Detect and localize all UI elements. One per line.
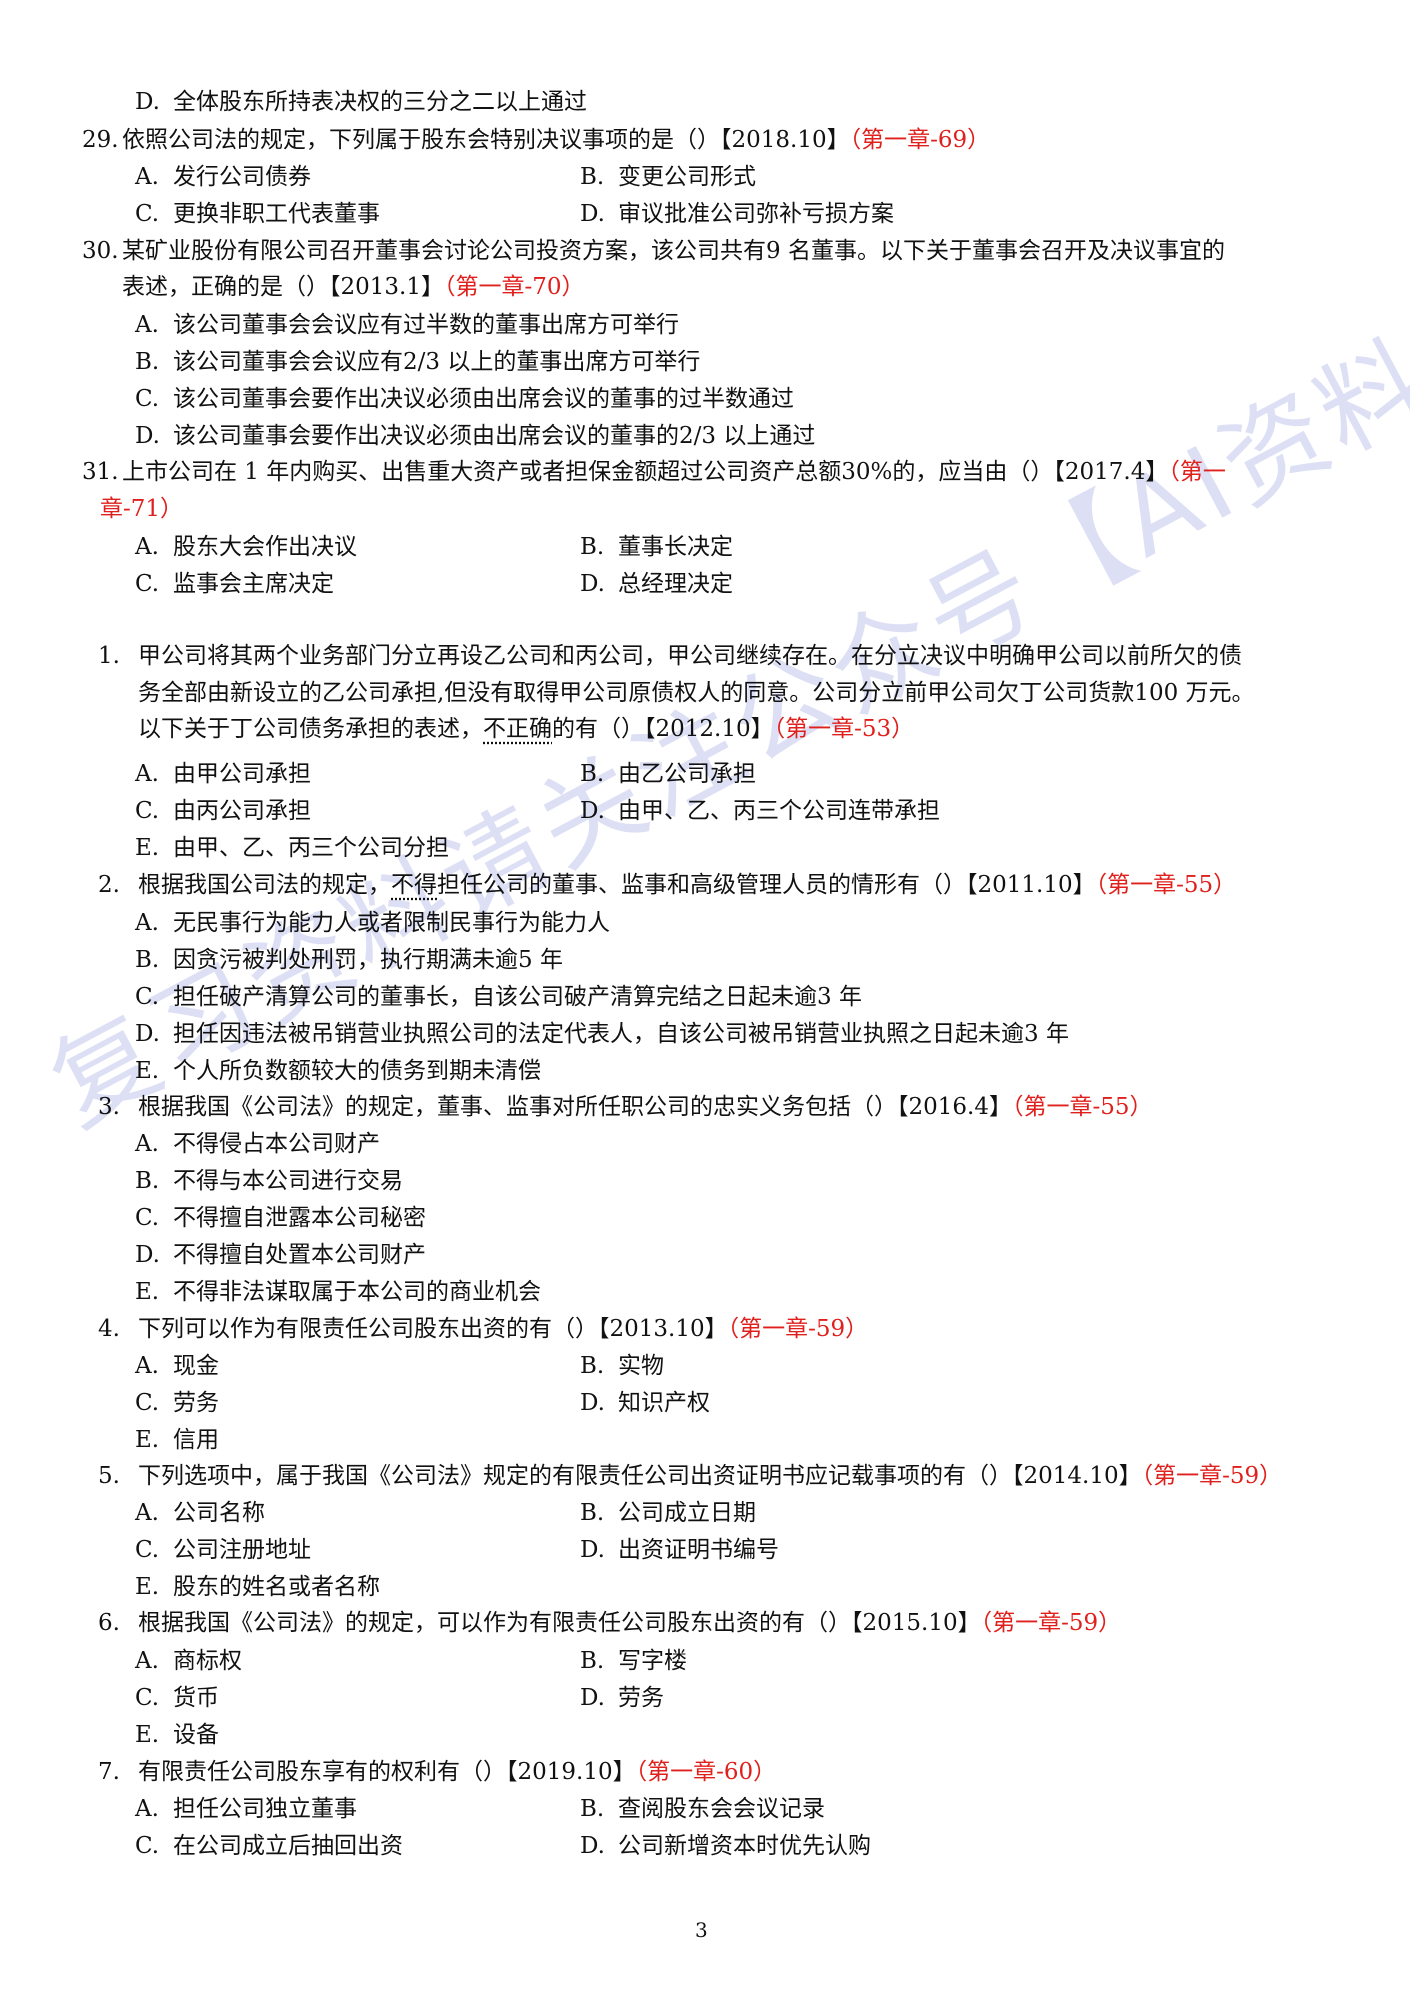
option-e: E.股东的姓名或者名称 [135, 1574, 380, 1600]
option-a: A.发行公司债券 [135, 164, 311, 190]
option-c: C.监事会主席决定 [135, 571, 334, 597]
question-m2: 2.根据我国公司法的规定，不得担任公司的董事、监事和高级管理人员的情形有（）【2… [98, 872, 1237, 898]
option-c: C.在公司成立后抽回出资 [135, 1833, 403, 1859]
option-d: D.出资证明书编号 [580, 1537, 779, 1563]
option-d: D.劳务 [580, 1685, 664, 1711]
option-b: B.查阅股东会会议记录 [580, 1796, 825, 1822]
option-b: B.写字楼 [580, 1648, 687, 1674]
option-b: B.公司成立日期 [580, 1500, 756, 1526]
option-e: E.不得非法谋取属于本公司的商业机会 [135, 1279, 541, 1305]
question-m1: 1.甲公司将其两个业务部门分立再设乙公司和丙公司，甲公司继续存在。在分立决议中明… [98, 643, 1242, 669]
question-m1-cont2: 以下关于丁公司债务承担的表述，不正确的有（）【2012.10】（第一章-53） [138, 716, 915, 742]
option-a: A.无民事行为能力人或者限制民事行为能力人 [135, 910, 610, 936]
option-a: A.不得侵占本公司财产 [135, 1131, 380, 1157]
option-b: B.变更公司形式 [580, 164, 756, 190]
option-c: C.货币 [135, 1685, 219, 1711]
option-c: C.更换非职工代表董事 [135, 201, 380, 227]
option-d: D.该公司董事会要作出决议必须由出席会议的董事的2/3 以上通过 [135, 423, 816, 449]
option-b: B.因贪污被判处刑罚，执行期满未逾5 年 [135, 947, 563, 973]
option-e: E.信用 [135, 1427, 219, 1453]
option-d: D.全体股东所持表决权的三分之二以上通过 [135, 89, 587, 115]
option-b: B.不得与本公司进行交易 [135, 1168, 403, 1194]
option-d: D.担任因违法被吊销营业执照公司的法定代表人，自该公司被吊销营业执照之日起未逾3… [135, 1021, 1069, 1047]
option-a: A.由甲公司承担 [135, 761, 311, 787]
option-d: D.由甲、乙、丙三个公司连带承担 [580, 798, 940, 824]
option-d: D.公司新增资本时优先认购 [580, 1833, 871, 1859]
option-a: A.担任公司独立董事 [135, 1796, 357, 1822]
question-m4: 4.下列可以作为有限责任公司股东出资的有（）【2013.10】（第一章-59） [98, 1316, 869, 1342]
option-b: B.实物 [580, 1353, 664, 1379]
option-c: C.由丙公司承担 [135, 798, 311, 824]
question-31-cont: 章-71） [100, 496, 184, 522]
option-d: D.知识产权 [580, 1390, 710, 1416]
option-a: A.股东大会作出决议 [135, 534, 357, 560]
question-29: 29.依照公司法的规定，下列属于股东会特别决议事项的是（）【2018.10】（第… [82, 127, 991, 153]
option-c: C.不得擅自泄露本公司秘密 [135, 1205, 426, 1231]
question-31: 31.上市公司在 1 年内购买、出售重大资产或者担保金额超过公司资产总额30%的… [82, 459, 1226, 485]
option-e: E.由甲、乙、丙三个公司分担 [135, 835, 449, 861]
question-m6: 6.根据我国《公司法》的规定，可以作为有限责任公司股东出资的有（）【2015.1… [98, 1610, 1122, 1636]
option-d: D.总经理决定 [580, 571, 733, 597]
question-m1-cont: 务全部由新设立的乙公司承担,但没有取得甲公司原债权人的同意。公司分立前甲公司欠丁… [138, 680, 1255, 706]
question-m5: 5.下列选项中，属于我国《公司法》规定的有限责任公司出资证明书应记载事项的有（）… [98, 1463, 1283, 1489]
page-number: 3 [695, 1918, 708, 1942]
option-c: C.担任破产清算公司的董事长，自该公司破产清算完结之日起未逾3 年 [135, 984, 862, 1010]
option-b: B.董事长决定 [580, 534, 733, 560]
option-a: A.商标权 [135, 1648, 242, 1674]
option-d: D.审议批准公司弥补亏损方案 [580, 201, 894, 227]
option-c: C.公司注册地址 [135, 1537, 311, 1563]
option-c: C.劳务 [135, 1390, 219, 1416]
option-a: A.现金 [135, 1353, 219, 1379]
option-a: A.该公司董事会会议应有过半数的董事出席方可举行 [135, 312, 679, 338]
option-c: C.该公司董事会要作出决议必须由出席会议的董事的过半数通过 [135, 386, 794, 412]
option-b: B.该公司董事会会议应有2/3 以上的董事出席方可举行 [135, 349, 701, 375]
option-e: E.个人所负数额较大的债务到期未清偿 [135, 1058, 541, 1084]
question-m3: 3.根据我国《公司法》的规定，董事、监事对所任职公司的忠实义务包括（）【2016… [98, 1094, 1153, 1120]
option-a: A.公司名称 [135, 1500, 265, 1526]
question-30: 30.某矿业股份有限公司召开董事会讨论公司投资方案，该公司共有9 名董事。以下关… [82, 238, 1225, 264]
option-d: D.不得擅自处置本公司财产 [135, 1242, 426, 1268]
question-30-cont: 表述，正确的是（）【2013.1】（第一章-70） [122, 274, 585, 300]
option-b: B.由乙公司承担 [580, 761, 756, 787]
option-e: E.设备 [135, 1722, 219, 1748]
question-m7: 7.有限责任公司股东享有的权利有（）【2019.10】（第一章-60） [98, 1759, 777, 1785]
